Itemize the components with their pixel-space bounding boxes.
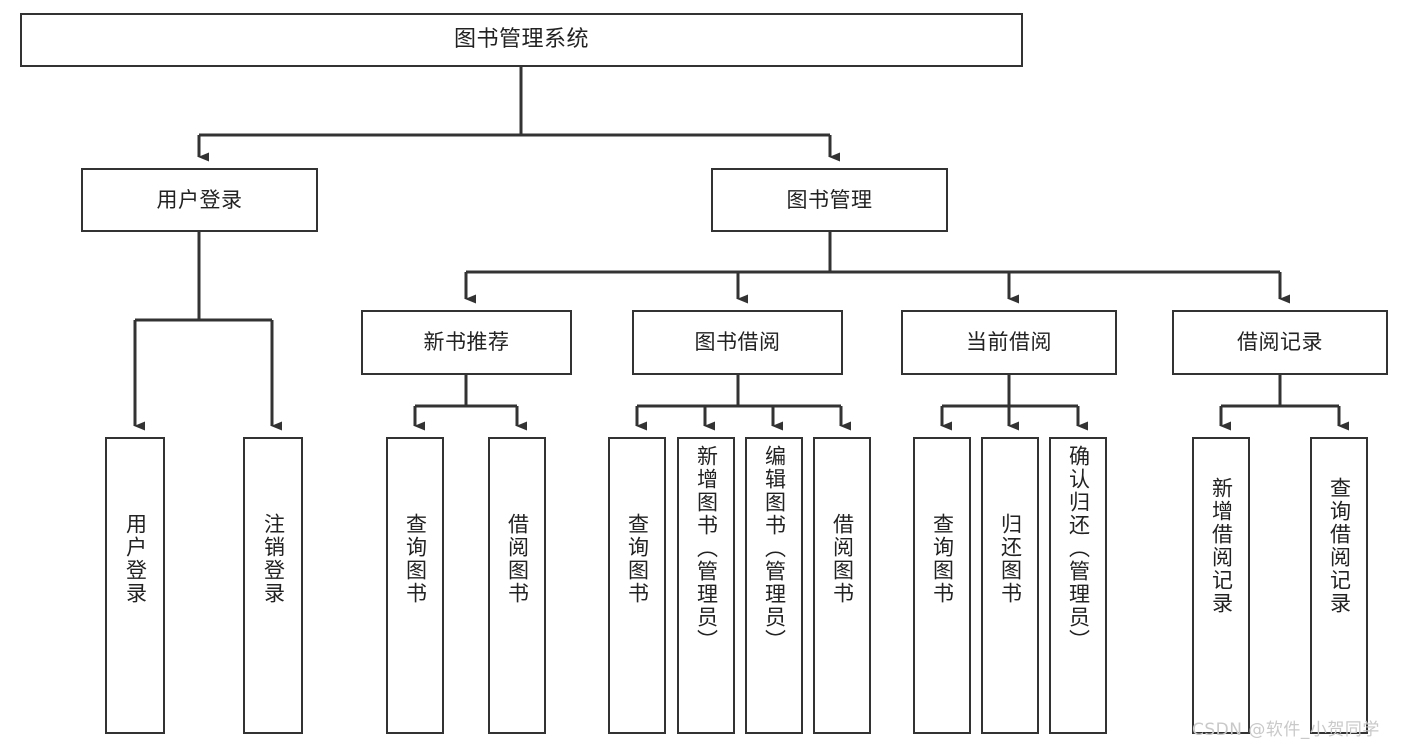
- leaf-add-book-admin[interactable]: 新增图书（管理员）: [677, 437, 735, 734]
- node-label: 用户登录: [156, 187, 243, 212]
- node-book-management[interactable]: 图书管理: [711, 168, 948, 232]
- leaf-borrow-book[interactable]: 借阅图书: [813, 437, 871, 734]
- node-current-borrow[interactable]: 当前借阅: [901, 310, 1117, 375]
- node-label: 借阅图书: [830, 513, 855, 605]
- node-label: 新书推荐: [423, 330, 510, 355]
- leaf-query-borrow-record[interactable]: 查询借阅记录: [1310, 437, 1368, 734]
- node-label: 编辑图书（管理员）: [762, 445, 787, 652]
- node-user-login[interactable]: 用户登录: [81, 168, 318, 232]
- leaf-logout-login[interactable]: 注销登录: [243, 437, 303, 734]
- leaf-query-book-recommend[interactable]: 查询图书: [386, 437, 444, 734]
- node-label: 新增图书（管理员）: [694, 445, 719, 652]
- leaf-return-book[interactable]: 归还图书: [981, 437, 1039, 734]
- leaf-user-login[interactable]: 用户登录: [105, 437, 165, 734]
- node-label: 查询借阅记录: [1327, 477, 1352, 615]
- node-borrow-record[interactable]: 借阅记录: [1172, 310, 1388, 375]
- node-label: 借阅图书: [505, 513, 530, 605]
- node-book-borrow[interactable]: 图书借阅: [632, 310, 843, 375]
- leaf-add-borrow-record[interactable]: 新增借阅记录: [1192, 437, 1250, 734]
- node-label: 确认归还（管理员）: [1066, 445, 1091, 652]
- leaf-query-book-borrow[interactable]: 查询图书: [608, 437, 666, 734]
- leaf-borrow-book-recommend[interactable]: 借阅图书: [488, 437, 546, 734]
- node-label: 查询图书: [403, 513, 428, 605]
- node-label: 图书管理: [786, 187, 873, 212]
- node-label: 查询图书: [625, 513, 650, 605]
- node-label: 图书借阅: [694, 330, 781, 355]
- node-label: 查询图书: [930, 513, 955, 605]
- leaf-confirm-return-admin[interactable]: 确认归还（管理员）: [1049, 437, 1107, 734]
- node-label: 注销登录: [261, 513, 286, 605]
- node-label: 归还图书: [998, 513, 1023, 605]
- node-root-book-management-system[interactable]: 图书管理系统: [20, 13, 1023, 67]
- node-label: 借阅记录: [1237, 330, 1323, 355]
- leaf-edit-book-admin[interactable]: 编辑图书（管理员）: [745, 437, 803, 734]
- node-new-book-recommend[interactable]: 新书推荐: [361, 310, 572, 375]
- node-label: 新增借阅记录: [1209, 477, 1234, 615]
- node-label: 当前借阅: [966, 330, 1052, 355]
- node-label: 用户登录: [123, 513, 148, 605]
- leaf-query-book-current[interactable]: 查询图书: [913, 437, 971, 734]
- node-label: 图书管理系统: [453, 27, 589, 53]
- csdn-watermark: CSDN @软件_小贺同学: [1192, 720, 1380, 740]
